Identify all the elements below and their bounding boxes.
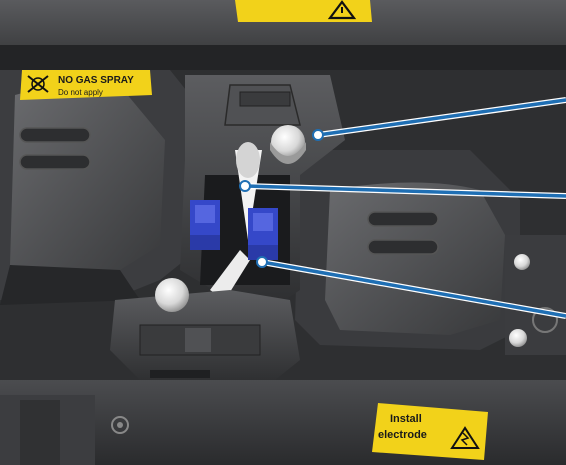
callout-line-v-groove bbox=[244, 184, 566, 198]
callout-dot-v-groove bbox=[239, 180, 251, 192]
warning-triangle-icon bbox=[327, 0, 357, 20]
top-rim bbox=[0, 0, 566, 55]
install-electrode-label: Install electrode bbox=[372, 403, 488, 460]
svg-text:Do not apply: Do not apply bbox=[58, 88, 103, 97]
gas-warning-label: NO GAS SPRAY Do not apply bbox=[20, 70, 152, 100]
fiber-lower bbox=[210, 250, 250, 300]
callout-line-electrode bbox=[317, 98, 566, 137]
callout-dot-electrode bbox=[312, 129, 324, 141]
callout-line-clamp bbox=[261, 260, 566, 318]
svg-text:electrode: electrode bbox=[378, 429, 427, 441]
hinge-pin-lower bbox=[509, 329, 527, 347]
hinge-pin-upper bbox=[514, 254, 530, 270]
callout-dot-clamp bbox=[256, 256, 268, 268]
electrode-knob-lower bbox=[155, 278, 189, 312]
right-clamp-lid bbox=[325, 182, 505, 335]
electrode-warning-icon bbox=[450, 426, 480, 449]
blue-clamp-right bbox=[248, 208, 278, 260]
electrode-knob-upper bbox=[271, 125, 305, 159]
blue-clamp-left bbox=[190, 200, 220, 250]
svg-text:NO GAS SPRAY: NO GAS SPRAY bbox=[58, 75, 134, 86]
callout-lines bbox=[239, 97, 566, 319]
left-clamp-lid bbox=[10, 86, 165, 276]
top-warning-strip bbox=[235, 0, 372, 22]
svg-text:Install: Install bbox=[390, 413, 422, 425]
